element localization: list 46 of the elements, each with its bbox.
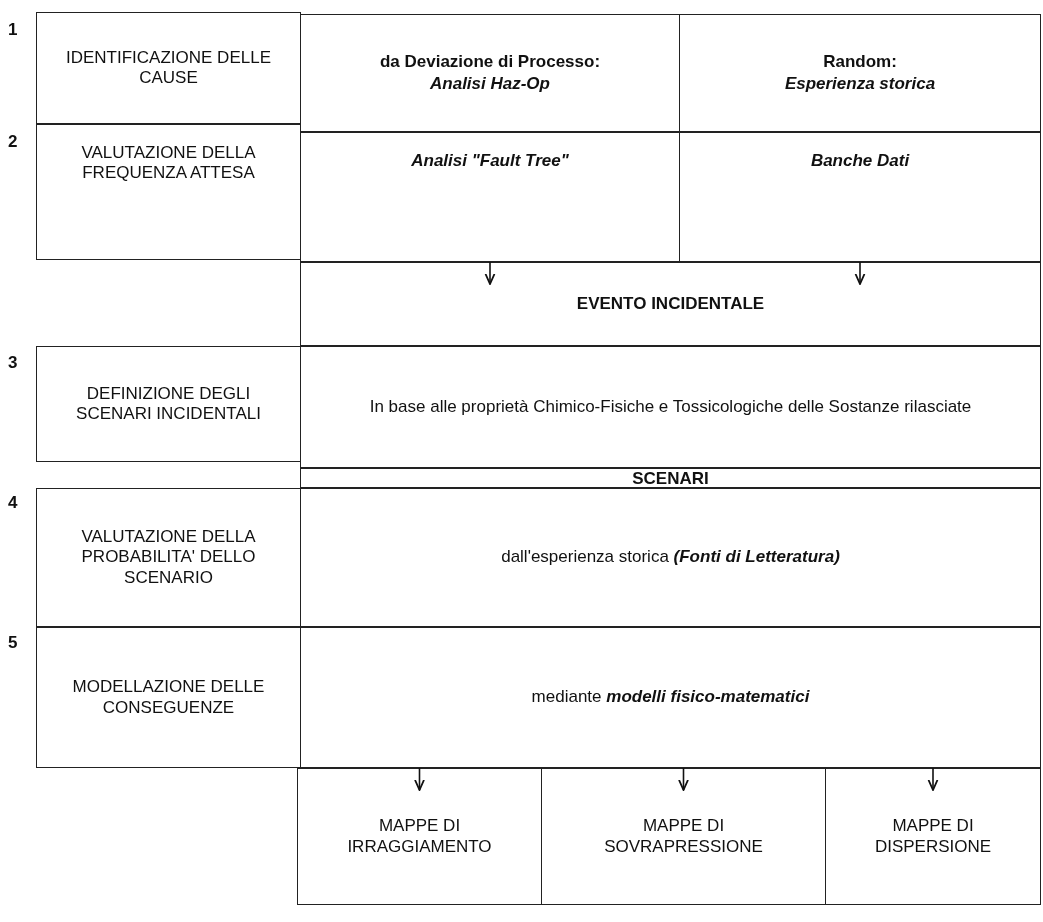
cell-text: Analisi "Fault Tree" xyxy=(410,151,570,172)
cell-heading: da Deviazione di Processo: xyxy=(378,51,602,72)
cell-text: IDENTIFICAZIONE DELLE CAUSE xyxy=(65,47,272,89)
cell-text: In base alle proprietà Chimico-Fisiche e Tossicologiche delle Sostanze rilasciate xyxy=(368,396,973,418)
cell-text: MAPPE DI SOVRAPRESSIONE xyxy=(603,816,764,857)
table-box xyxy=(36,124,301,260)
table-box xyxy=(300,132,680,262)
row-number: 5 xyxy=(8,633,18,653)
cell-text: Analisi Haz-Op xyxy=(429,74,551,95)
cell-text: MAPPE DI IRRAGGIAMENTO xyxy=(346,816,493,857)
cell-text: DEFINIZIONE DEGLI SCENARI INCIDENTALI xyxy=(75,383,262,425)
cell-text: mediante modelli fisico-matematici xyxy=(530,687,811,708)
cell-text: MAPPE DI DISPERSIONE xyxy=(873,816,993,857)
table-box xyxy=(297,768,542,905)
arrow xyxy=(678,767,689,791)
row-number: 3 xyxy=(8,353,18,373)
row-number: 2 xyxy=(8,132,18,152)
table-box xyxy=(679,132,1041,262)
table-box xyxy=(825,768,1041,905)
table-box xyxy=(300,488,1041,627)
table-box xyxy=(541,768,826,905)
cell-text: VALUTAZIONE DELLA PROBABILITA' DELLO SCENARIO xyxy=(80,526,257,589)
arrow xyxy=(484,261,496,285)
table-box xyxy=(36,12,301,124)
table-box xyxy=(36,488,301,627)
table-box xyxy=(300,262,1041,346)
arrow xyxy=(854,261,866,285)
cell-text: Esperienza storica xyxy=(783,74,937,95)
cell-text: Banche Dati xyxy=(809,151,911,172)
table-box xyxy=(679,14,1041,132)
cell-heading: SCENARI xyxy=(631,469,710,487)
arrow xyxy=(414,767,425,791)
cell-heading: EVENTO INCIDENTALE xyxy=(575,293,766,315)
table-box xyxy=(300,346,1041,468)
table-box xyxy=(300,14,680,132)
table-box xyxy=(36,627,301,768)
table-box xyxy=(300,627,1041,768)
cell-text: dall'esperienza storica (Fonti di Letteratura) xyxy=(500,547,841,568)
cell-text: VALUTAZIONE DELLA FREQUENZA ATTESA xyxy=(80,143,257,184)
cell-heading: Random: xyxy=(822,51,898,72)
table-box xyxy=(36,346,301,462)
row-number: 1 xyxy=(8,20,18,40)
table-box xyxy=(300,468,1041,488)
arrow xyxy=(927,767,939,791)
row-number: 4 xyxy=(8,493,18,513)
cell-text: MODELLAZIONE DELLE CONSEGUENZE xyxy=(71,677,266,718)
